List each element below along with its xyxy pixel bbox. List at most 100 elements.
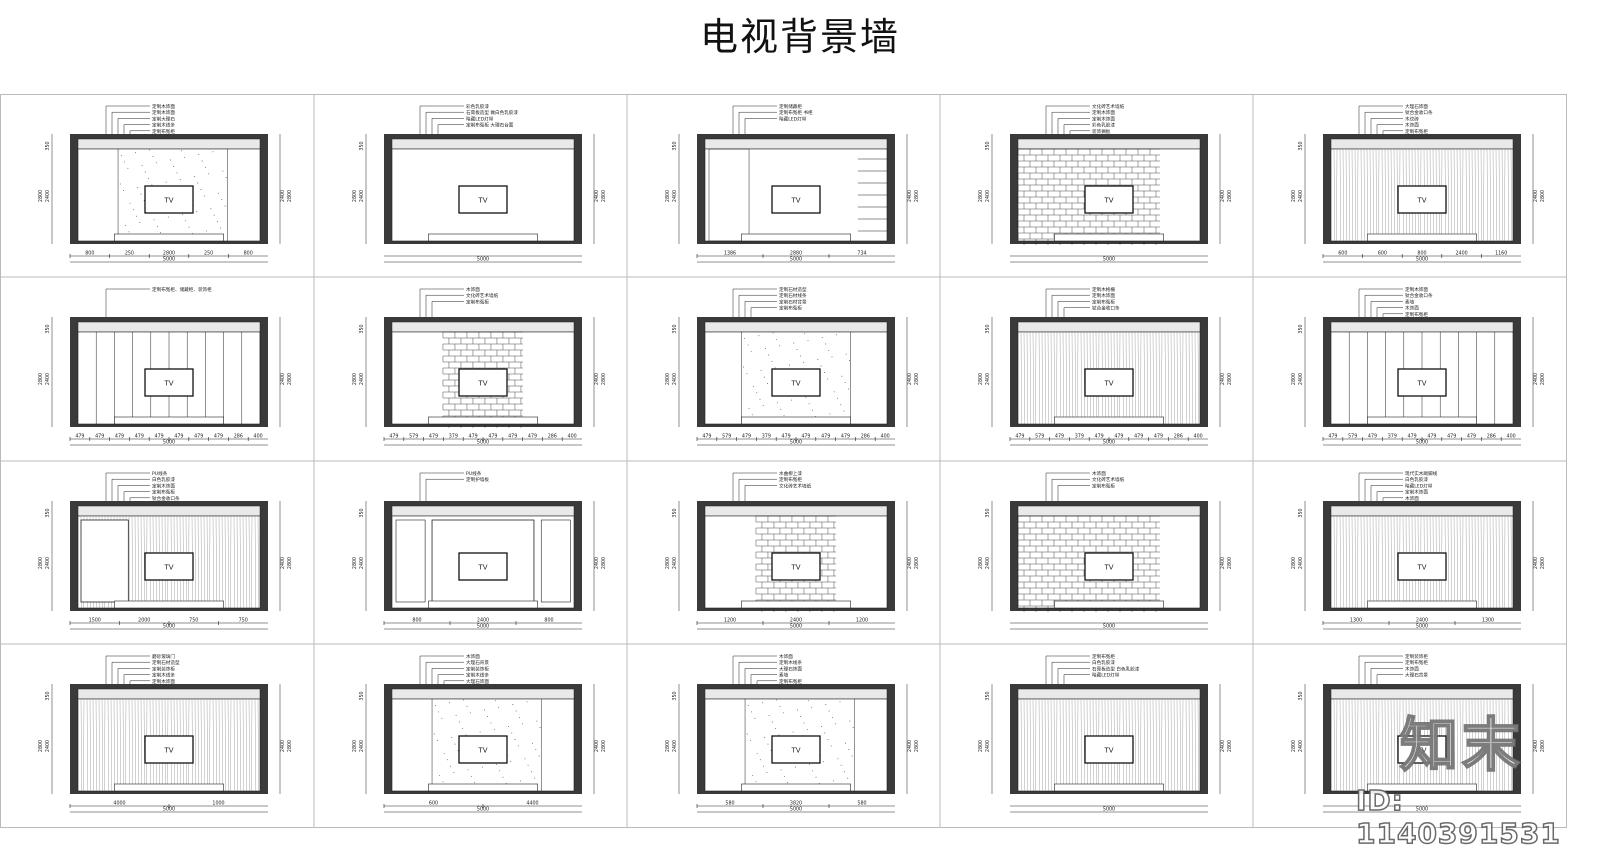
material-note: 定制布冤柜 (1405, 659, 1428, 666)
tv-screen (458, 185, 508, 214)
dim-total: 5000 (1416, 257, 1428, 263)
wood-grain (1510, 515, 1512, 609)
wood-grain (1185, 698, 1187, 792)
wood-grain (92, 698, 94, 792)
dim-segment: 479 (1154, 434, 1163, 440)
ceiling-band (77, 321, 261, 333)
dim-segment: 2400 (790, 618, 802, 624)
wood-grain (233, 515, 235, 609)
dim-segment: 479 (801, 434, 810, 440)
stone-speck (751, 711, 753, 713)
dim-right-2400: 2400 (280, 740, 286, 752)
dim-segment: 286 (861, 434, 870, 440)
wood-grain (1026, 331, 1028, 425)
stone-speck (136, 215, 138, 217)
wood-grain (1384, 515, 1386, 609)
tv-screen (1397, 185, 1447, 214)
stone-speck (441, 717, 443, 719)
dim-segment: 479 (389, 434, 398, 440)
stone-speck (762, 702, 763, 704)
wood-grain (1023, 698, 1025, 792)
wood-grain (1161, 331, 1163, 425)
wood-grain (1155, 331, 1157, 425)
dim-left-350: 350 (985, 141, 991, 150)
stone-speck (747, 704, 749, 706)
wood-grain (1360, 148, 1362, 242)
wood-grain (224, 515, 226, 609)
stone-speck (512, 704, 514, 705)
wood-grain (230, 698, 232, 792)
stone-speck (847, 777, 849, 779)
dim-right-2800: 2800 (287, 557, 293, 569)
wood-grain (1363, 148, 1365, 242)
wood-grain (1059, 331, 1061, 425)
stone-speck (840, 404, 842, 406)
material-note: 定制木饰面 (1092, 292, 1115, 299)
stone-speck (438, 711, 440, 713)
slab-top (70, 317, 268, 322)
ceiling-band (391, 688, 575, 700)
dim-left-2400: 2400 (672, 190, 678, 202)
stone-speck (847, 388, 849, 390)
wood-grain (1393, 698, 1395, 792)
wood-grain (1333, 698, 1335, 792)
tv-screen (458, 735, 508, 764)
stone-speck (833, 391, 835, 393)
material-note: 定制木线条 (466, 672, 489, 679)
material-note: 定制布冤柜 大理石台面 (466, 122, 514, 129)
dim-segment: 1200 (856, 618, 868, 624)
wall-section-left (697, 684, 705, 794)
stone-speck (196, 211, 198, 213)
dim-left-2400: 2400 (359, 373, 365, 385)
dim-total: 5000 (790, 440, 802, 446)
wood-grain (1453, 515, 1455, 609)
slab-top (384, 684, 582, 689)
stone-speck (198, 154, 200, 155)
stone-speck (524, 758, 526, 760)
dim-segment: 400 (1507, 434, 1516, 440)
dim-left-2800: 2800 (38, 190, 44, 202)
dim-right-2800: 2800 (914, 740, 920, 752)
dim-segment: 479 (429, 434, 438, 440)
tv-cabinet (1054, 783, 1164, 792)
stone-speck (768, 354, 770, 356)
wood-grain (128, 515, 130, 609)
stone-speck (522, 723, 524, 725)
dim-segment: 580 (857, 801, 866, 807)
tv-label: TV (1103, 564, 1113, 572)
dim-right-2800: 2800 (1540, 190, 1546, 202)
wall-section-right (574, 684, 582, 794)
tv-screen (1397, 735, 1447, 764)
wood-grain (1026, 698, 1028, 792)
wood-grain (1062, 698, 1064, 792)
stone-speck (179, 178, 181, 180)
dim-right-2800: 2800 (1227, 740, 1233, 752)
wood-grain (1375, 148, 1377, 242)
material-note: 定制石材造型 (152, 659, 180, 666)
dim-segment: 479 (1328, 434, 1337, 440)
dim-left-350: 350 (45, 141, 51, 150)
tv-cabinet (428, 783, 538, 792)
dim-total: 5000 (1416, 624, 1428, 630)
wood-grain (251, 698, 253, 792)
material-note: 钛合金收口条 (1405, 109, 1433, 116)
material-note: 木饰面 (1405, 305, 1419, 312)
wall-section-right (887, 134, 895, 244)
wood-grain (1155, 698, 1157, 792)
dim-left-2800: 2800 (665, 740, 671, 752)
material-note: PU线条 (466, 470, 482, 477)
material-note: 木饰面 (1405, 495, 1419, 502)
material-note: 装饰搁板 (1092, 128, 1111, 135)
wood-grain (1357, 515, 1359, 609)
stone-speck (792, 731, 794, 733)
wood-grain (215, 515, 217, 609)
material-note: 木饰面 (466, 653, 480, 660)
tv-label: TV (1416, 197, 1426, 205)
wall-section-left (70, 134, 78, 244)
stone-speck (780, 408, 782, 410)
material-note: 白色乳胶漆 (152, 476, 175, 483)
stone-speck (811, 706, 813, 708)
